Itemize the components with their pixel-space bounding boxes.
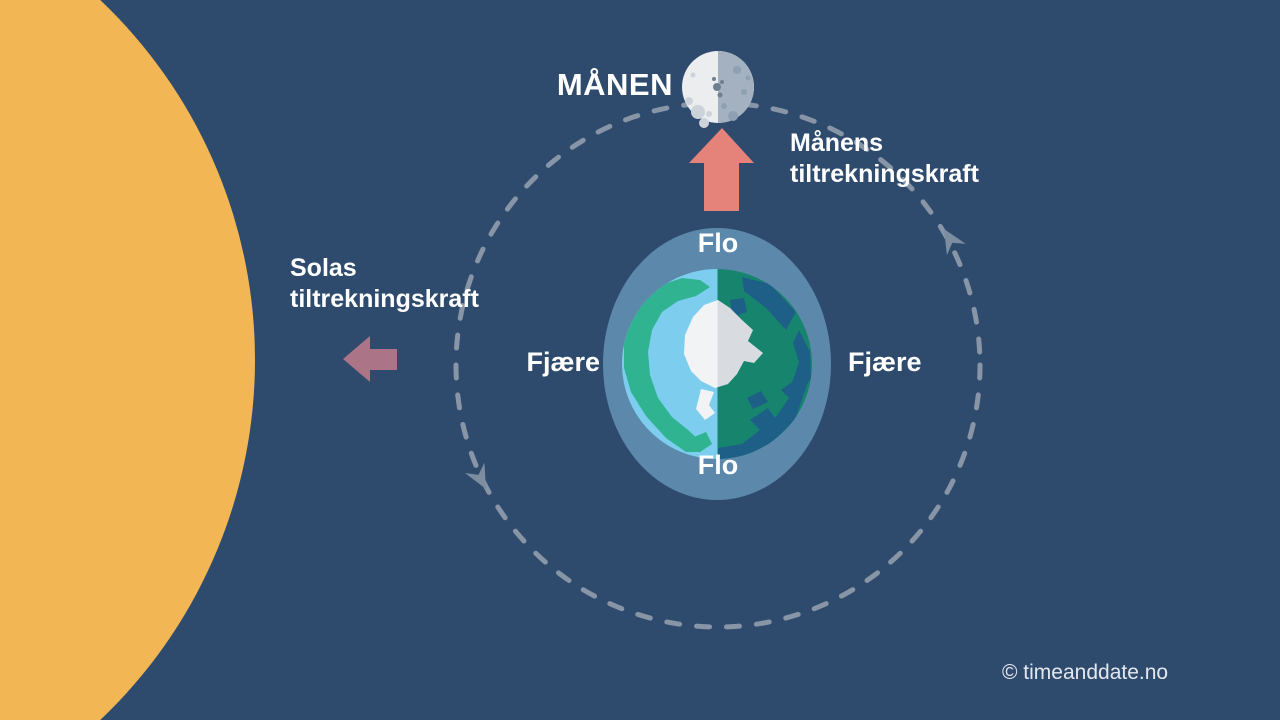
moon-pull-arrow-icon: [689, 128, 754, 211]
sun-icon: [0, 0, 255, 720]
moon-craters-dark: [721, 66, 751, 121]
sun-force-line1: Solas: [290, 254, 357, 282]
earth-night-icecap: [717, 300, 763, 388]
sun-force-label: Solas tiltrekningskraft: [290, 253, 479, 315]
earth-night-ocean: [718, 277, 811, 459]
moon-center-spots: [712, 77, 724, 98]
copyright-text: © timeanddate.no: [1002, 661, 1169, 684]
earth-day-icecap: [684, 300, 718, 420]
moon-craters-light: [685, 72, 712, 128]
moon-force-line2: tiltrekningskraft: [790, 160, 979, 188]
low-tide-right-label: Fjære: [848, 347, 922, 377]
moon-force-label: Månens tiltrekningskraft: [790, 128, 979, 190]
sun-force-line2: tiltrekningskraft: [290, 285, 479, 313]
earth-day-land: [624, 278, 712, 452]
orbit-direction-arrows: [465, 229, 966, 489]
moon-force-line1: Månens: [790, 129, 884, 157]
high-tide-bottom-label: Flo: [697, 450, 739, 480]
high-tide-top-label: Flo: [697, 228, 739, 258]
orbit-arrow-icon: [465, 462, 486, 489]
orbit-arrow-icon: [944, 229, 966, 256]
moon-title-label: MÅNEN: [556, 67, 673, 102]
sun-pull-arrow-icon: [343, 336, 397, 382]
moon-icon: [682, 51, 754, 128]
low-tide-left-label: Fjære: [526, 347, 600, 377]
